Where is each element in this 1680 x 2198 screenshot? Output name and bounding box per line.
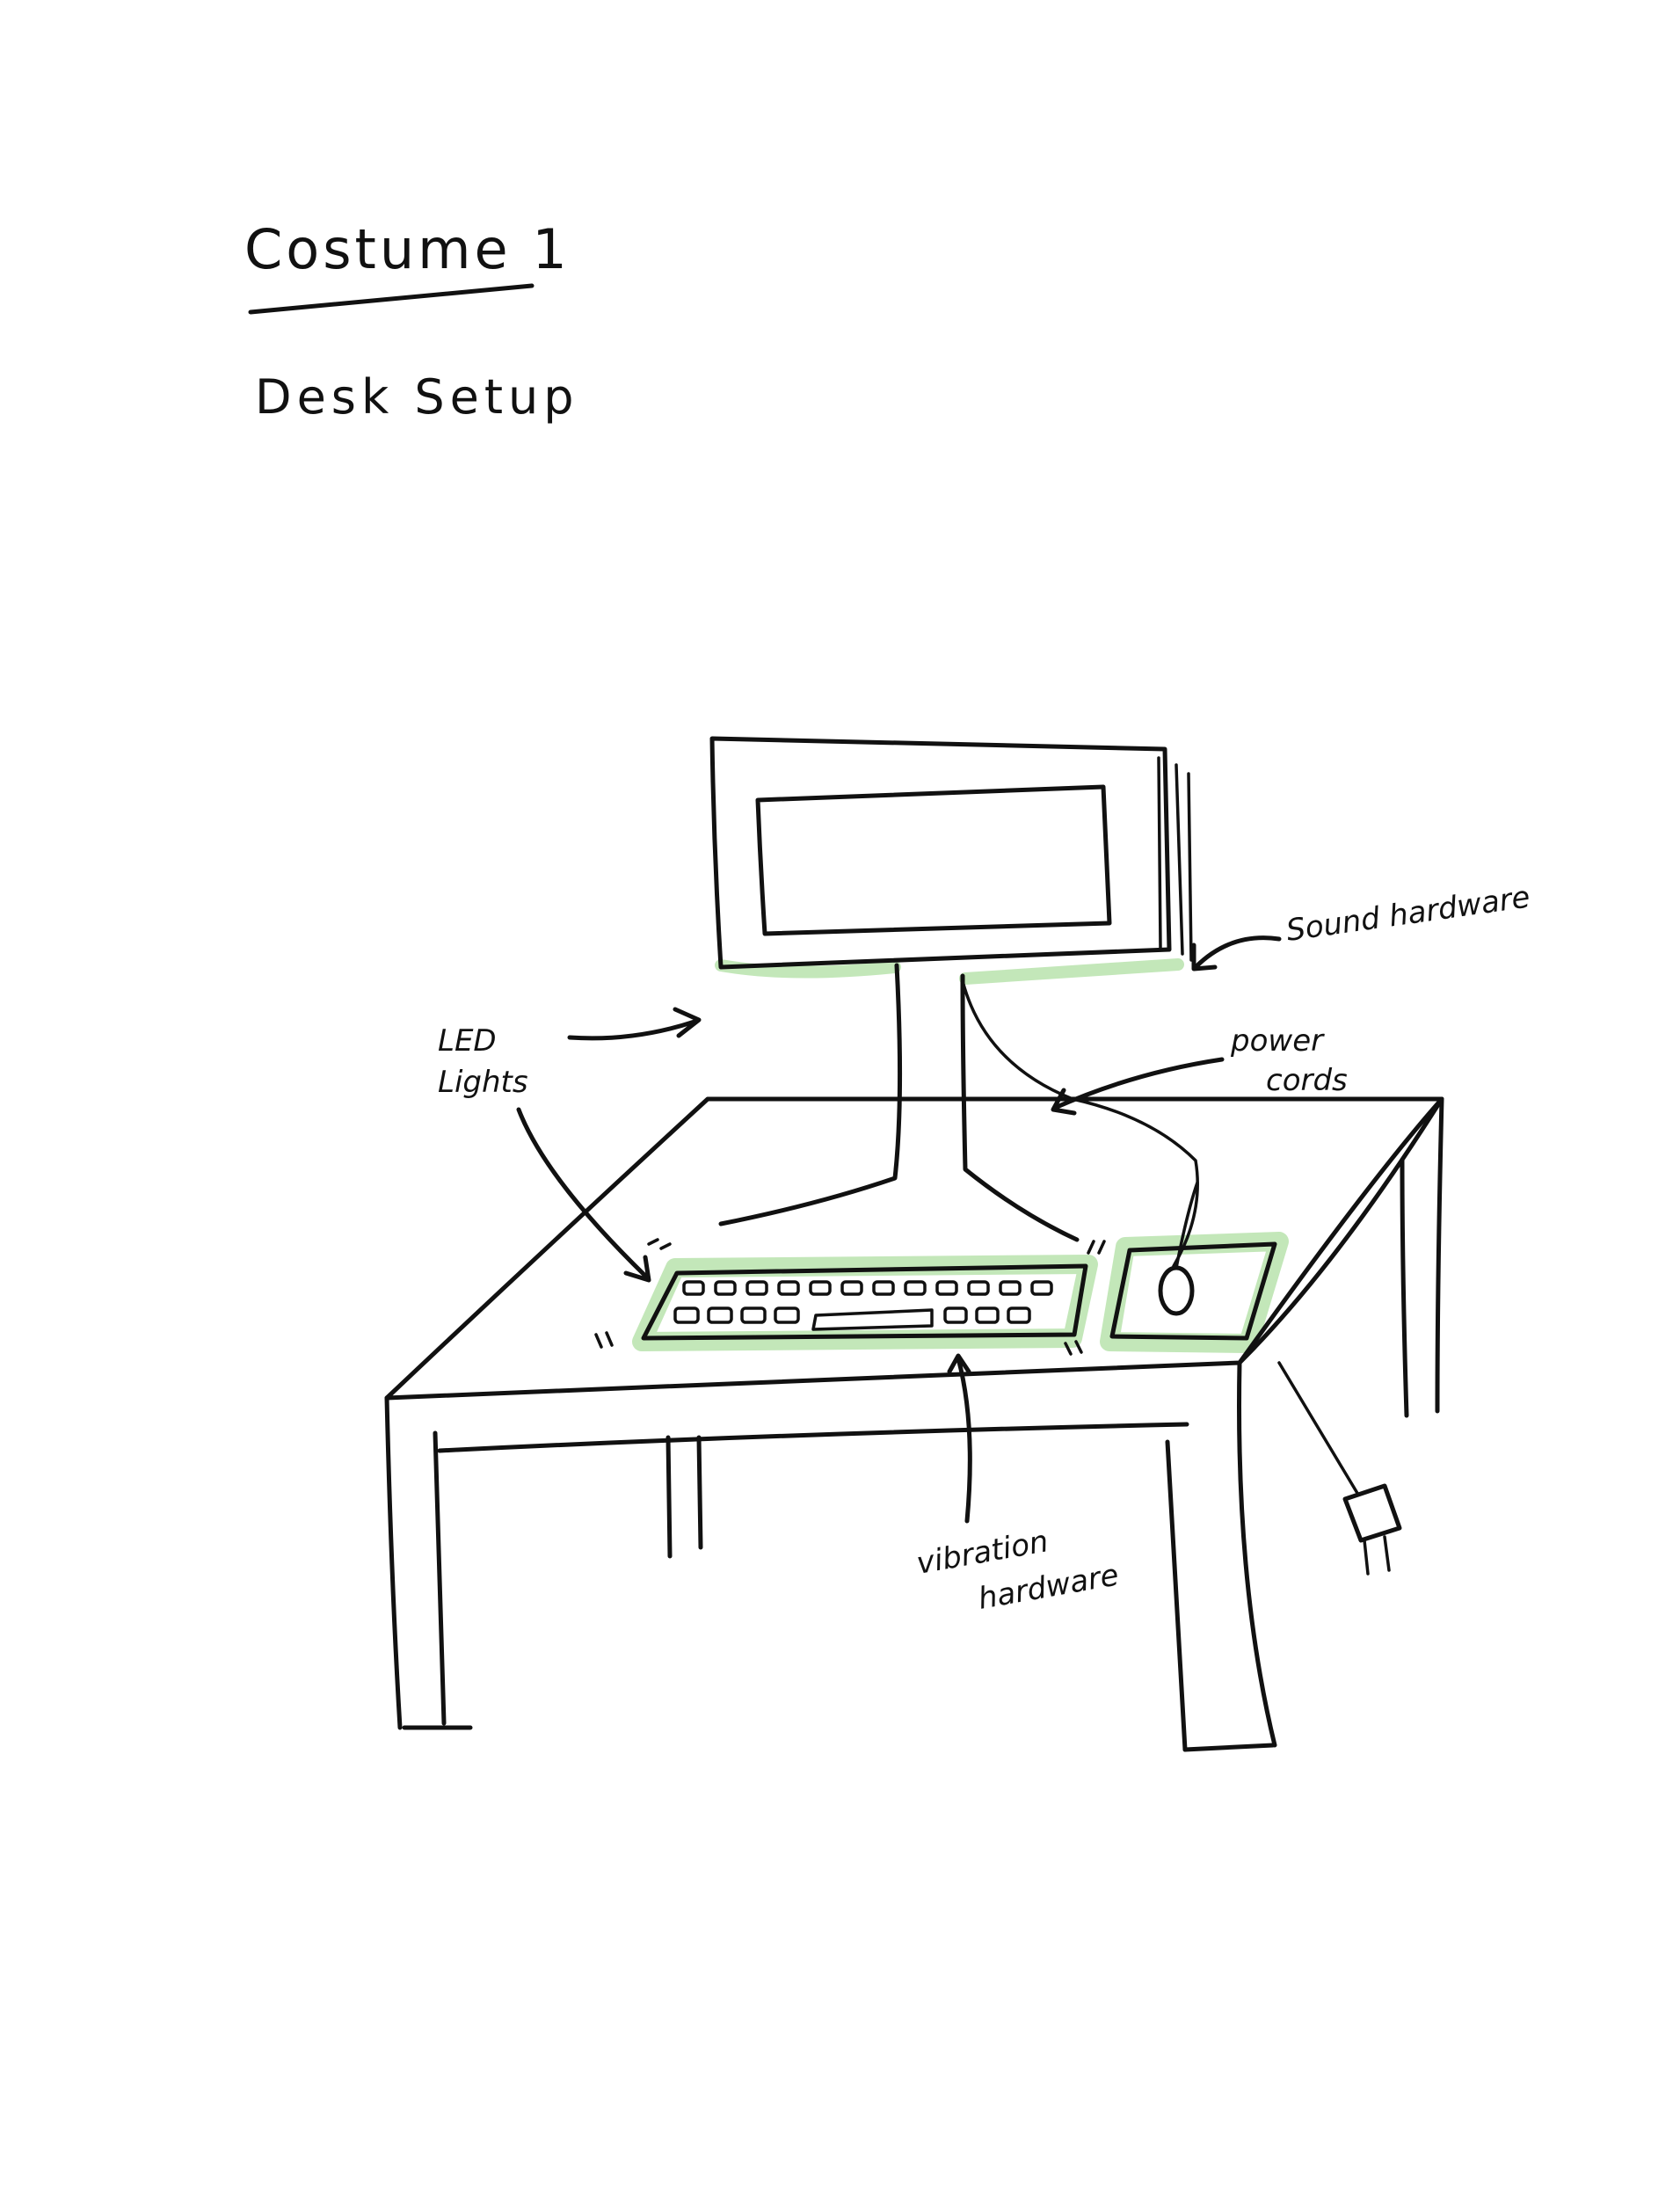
desk-leg-front-right-inner — [1167, 1442, 1185, 1750]
page-subtitle: Desk Setup — [255, 369, 579, 425]
keyboard-key — [811, 1282, 830, 1294]
keyboard-key — [1008, 1308, 1029, 1322]
plug-cord — [1279, 1363, 1358, 1495]
mouse-cable — [1176, 1183, 1197, 1268]
desk-leg-front-right-outer — [1240, 1363, 1276, 1745]
power-cords-label-line2: cords — [1266, 1063, 1348, 1098]
sound-hardware-label: Sound hardware — [1284, 879, 1532, 948]
keyboard-key — [684, 1282, 703, 1294]
desk-leg-back-left-1 — [668, 1437, 670, 1556]
desk-leg-back-left-2 — [699, 1437, 701, 1547]
keyboard-key — [905, 1282, 925, 1294]
keyboard-key — [945, 1308, 966, 1322]
desk-leg-back-right-inner — [1402, 1161, 1407, 1416]
plug-prongs — [1364, 1537, 1389, 1574]
keyboard-key — [937, 1282, 956, 1294]
keyboard-key — [842, 1282, 862, 1294]
led-lights-label-line1: LED — [438, 1023, 497, 1059]
keyboard-key — [742, 1308, 765, 1322]
keyboard-key — [716, 1282, 735, 1294]
power-arrow — [1053, 1059, 1222, 1113]
vibration-mark-3 — [1088, 1241, 1104, 1253]
annotation-vibration-hardware: vibration hardware — [914, 1356, 1122, 1617]
keyboard-keys — [675, 1282, 1051, 1322]
page-title: Costume 1 — [244, 217, 571, 281]
sound-hardware-edge — [1176, 765, 1182, 954]
mouse-body — [1160, 1268, 1192, 1314]
keyboard-spacebar — [813, 1310, 932, 1329]
power-cord-icon — [963, 981, 1197, 1266]
plug-body — [1345, 1486, 1400, 1540]
keyboard-key — [675, 1308, 698, 1322]
led-glow-monitor-right — [965, 964, 1178, 979]
heading: Costume 1 Desk Setup — [244, 217, 579, 425]
annotation-sound-hardware: Sound hardware — [1194, 879, 1532, 969]
keyboard-key — [775, 1308, 798, 1322]
keyboard-key — [1000, 1282, 1020, 1294]
keyboard-key — [977, 1308, 998, 1322]
monitor-edge — [1159, 758, 1160, 948]
monitor-screen — [758, 787, 1109, 934]
power-plug-icon — [1279, 1363, 1400, 1574]
vibration-mark-1 — [649, 1240, 670, 1248]
keyboard-key — [969, 1282, 988, 1294]
vibration-arrow — [949, 1356, 970, 1521]
monitor-stand-left — [721, 965, 900, 1224]
desk-leg-front-left-inner — [435, 1433, 444, 1723]
sound-arrow — [1194, 938, 1279, 969]
keyboard-key — [874, 1282, 893, 1294]
led-lights-label-line2: Lights — [438, 1065, 528, 1100]
led-glow-mousepad — [1109, 1241, 1279, 1343]
desk-leg-back-right-outer — [1437, 1099, 1442, 1411]
desk-foot-front-right — [1185, 1745, 1273, 1750]
desk-leg-front-left-outer — [387, 1398, 400, 1728]
keyboard-key — [747, 1282, 767, 1294]
led-glow-keyboard — [642, 1264, 1088, 1342]
led-arrow-to-monitor — [570, 1009, 699, 1038]
vibration-mark-2 — [596, 1333, 612, 1347]
led-glow-group — [642, 964, 1279, 1343]
keyboard-key — [779, 1282, 798, 1294]
keyboard-key — [709, 1308, 731, 1322]
keyboard-key — [1032, 1282, 1051, 1294]
monitor-icon — [712, 739, 1197, 1266]
power-cords-label-line1: power — [1230, 1023, 1325, 1059]
desk-icon — [387, 1099, 1442, 1750]
desk-apron-front — [440, 1424, 1187, 1451]
title-underline — [251, 286, 532, 312]
sound-hardware-edge-2 — [1189, 774, 1191, 960]
